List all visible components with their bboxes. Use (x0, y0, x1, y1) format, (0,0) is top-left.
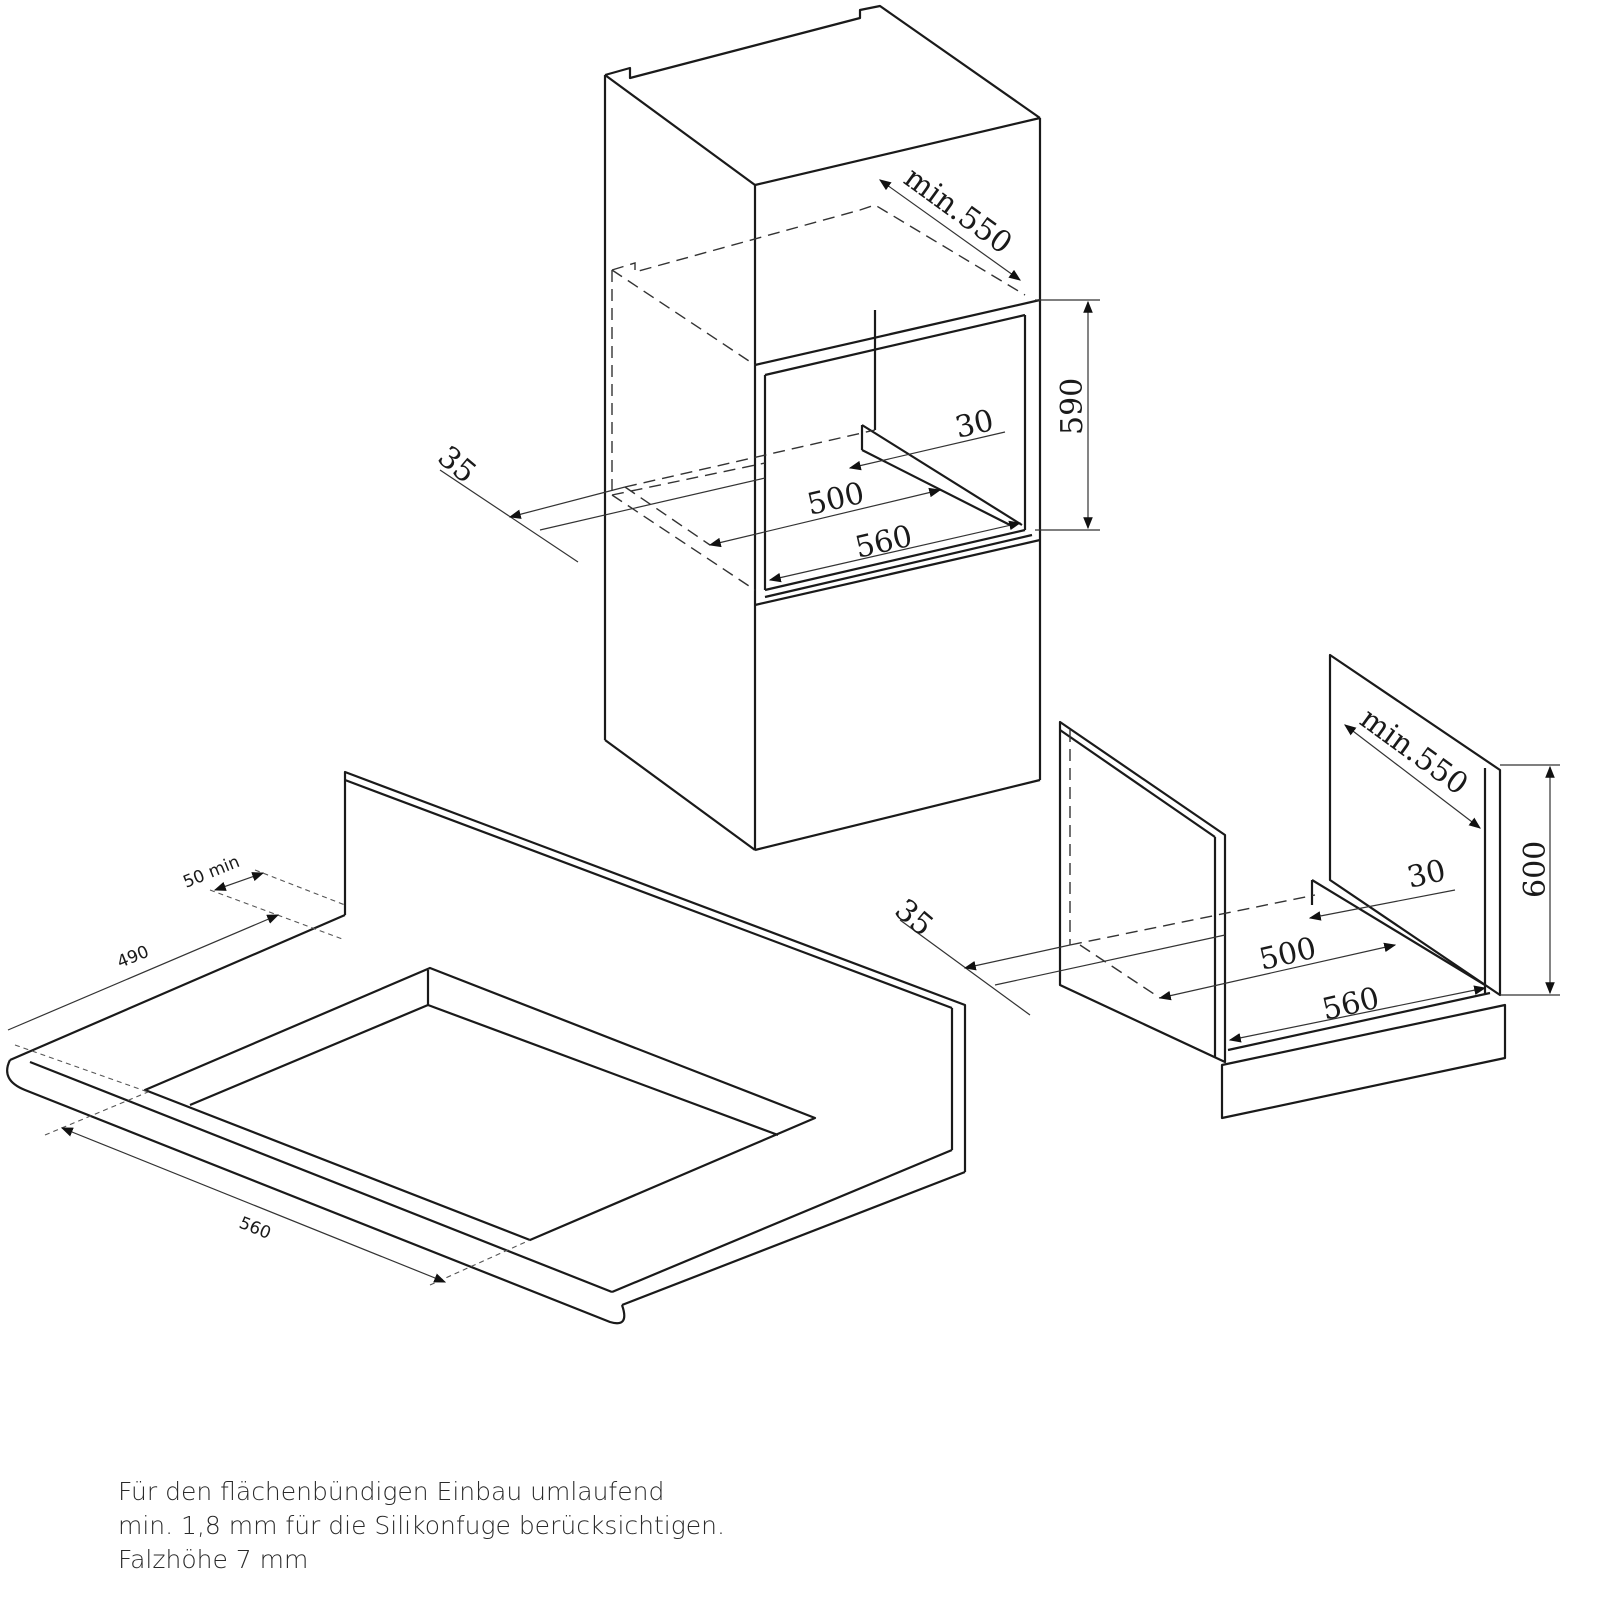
tall-rail-label: 30 (952, 403, 997, 446)
installation-note: Für den flächenbündigen Einbau umlaufend… (118, 1475, 725, 1577)
base-rail-label: 30 (1404, 853, 1449, 896)
worktop-width-label: 560 (236, 1213, 274, 1244)
base-inner-width-label: 500 (1256, 931, 1320, 978)
tall-inner-width-label: 500 (804, 476, 868, 523)
tall-width-label: 560 (852, 519, 916, 566)
tall-height-label: 590 (1055, 378, 1090, 435)
tall-depth-label: min.550 (897, 160, 1018, 261)
worktop-depth-label: 490 (114, 942, 152, 973)
base-cabinet: min.550 600 30 500 560 35 (888, 653, 1560, 1120)
base-width-label: 560 (1319, 981, 1383, 1028)
note-line-3: Falzhöhe 7 mm (118, 1545, 309, 1574)
note-line-1: Für den flächenbündigen Einbau umlaufend (118, 1477, 665, 1506)
tall-cabinet: min.550 590 30 500 560 35 (431, 4, 1100, 852)
worktop: 490 50 min 560 (6, 770, 967, 1325)
base-height-label: 600 (1518, 841, 1553, 898)
base-offset-label: 35 (888, 892, 940, 943)
tall-offset-label: 35 (431, 439, 483, 490)
worktop-gap-label: 50 min (180, 852, 242, 893)
base-depth-label: min.550 (1353, 701, 1474, 802)
note-line-2: min. 1,8 mm für die Silikonfuge berücksi… (118, 1511, 725, 1540)
